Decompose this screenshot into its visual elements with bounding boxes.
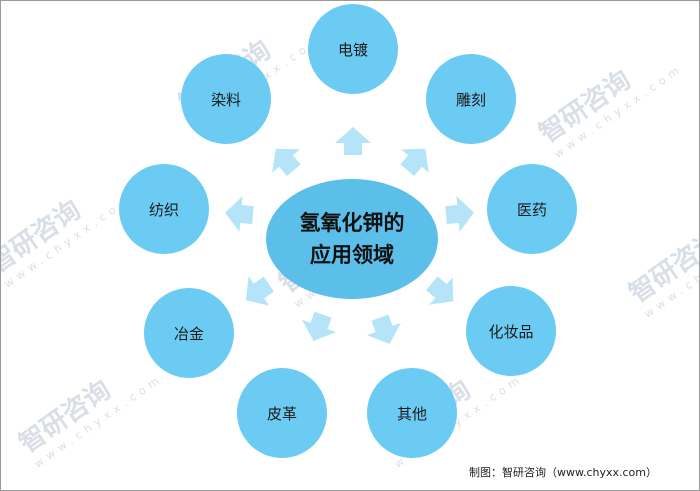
- node-label: 雕刻: [455, 90, 486, 109]
- arrow-icon: [444, 194, 476, 233]
- arrow-icon: [362, 311, 407, 351]
- node-engraving: 雕刻: [426, 54, 516, 144]
- arrow-icon: [335, 127, 371, 155]
- arrow-icon: [393, 137, 440, 182]
- center-title-line1: 氢氧化钾的: [299, 211, 405, 235]
- node-label: 皮革: [266, 404, 297, 423]
- center-title-line2: 应用领域: [310, 243, 394, 267]
- node-medicine: 医药: [487, 164, 577, 254]
- node-label: 纺织: [148, 200, 179, 219]
- node-dye: 染料: [181, 54, 271, 144]
- node-label: 冶金: [173, 324, 204, 343]
- node-label: 化妆品: [488, 322, 534, 341]
- node-label: 染料: [210, 90, 241, 109]
- node-other: 其他: [367, 368, 457, 458]
- source-credit: 制图：智研咨询（www.chyxx.com）: [468, 466, 657, 479]
- arrow-icon: [261, 137, 308, 182]
- arrow-icon: [223, 194, 255, 233]
- arrow-icon: [235, 269, 280, 315]
- node-label: 其他: [396, 404, 427, 423]
- arrow-icon: [420, 269, 465, 316]
- node-metallurgy: 冶金: [144, 288, 234, 378]
- node-label: 医药: [516, 200, 547, 219]
- center-topic: 氢氧化钾的 应用领域: [266, 179, 438, 299]
- node-textile: 纺织: [119, 164, 209, 254]
- node-cosmetics: 化妆品: [466, 286, 556, 376]
- node-leather: 皮革: [237, 368, 327, 458]
- arrow-icon: [296, 308, 341, 348]
- node-electroplating: 电镀: [308, 4, 398, 94]
- node-label: 电镀: [337, 40, 368, 59]
